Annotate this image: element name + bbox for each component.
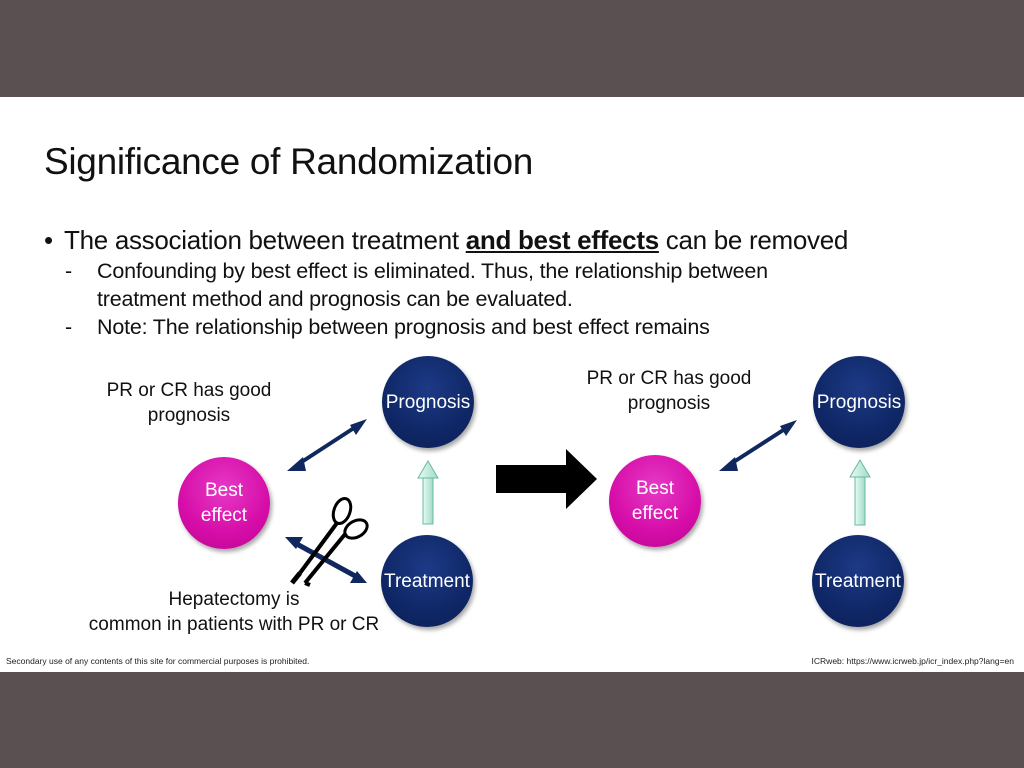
node-treatment-right: Treatment: [812, 535, 904, 627]
label-line: PR or CR has good: [586, 368, 752, 389]
left-label-good-prognosis: PR or CR has good prognosis: [104, 378, 274, 428]
up-arrow-treatment-prognosis-right: [849, 459, 871, 526]
footer-copyright-notice: Secondary use of any contents of this si…: [6, 656, 310, 666]
node-label: Treatment: [384, 570, 470, 592]
node-label: Treatment: [815, 570, 901, 592]
sub-bullet-marker: -: [65, 259, 72, 283]
label-line: PR or CR has good: [106, 380, 272, 401]
left-label-hepatectomy: Hepatectomy is common in patients with P…: [84, 587, 384, 637]
right-arrow-icon: [496, 449, 597, 509]
label-line: prognosis: [627, 393, 711, 414]
sub-bullet-1-line-1: Confounding by best effect is eliminated…: [97, 259, 768, 283]
sub-bullet-2: - Note: The relationship between prognos…: [44, 313, 944, 341]
double-arrow-best-effect-prognosis-left: [287, 419, 367, 471]
right-label-good-prognosis: PR or CR has good prognosis: [584, 366, 754, 416]
node-best-effect-left: Best effect: [178, 457, 270, 549]
bullet-text-prefix: The association between treatment: [64, 225, 466, 255]
scissors-icon: [290, 496, 369, 587]
label-line: common in patients with PR or CR: [88, 614, 380, 635]
up-arrow-treatment-prognosis-left: [417, 460, 439, 525]
node-prognosis-left: Prognosis: [382, 356, 474, 448]
double-arrow-best-effect-prognosis-right: [719, 420, 797, 471]
sub-bullet-marker: -: [65, 315, 72, 339]
bullet-text-suffix: can be removed: [658, 225, 849, 255]
node-prognosis-right: Prognosis: [813, 356, 905, 448]
bullet-text-emphasis: and best effects: [465, 225, 659, 255]
node-label: Best: [204, 480, 243, 501]
slide-title: Significance of Randomization: [44, 141, 534, 182]
node-label: effect: [200, 505, 248, 526]
node-treatment-left: Treatment: [381, 535, 473, 627]
label-line: prognosis: [147, 405, 231, 426]
node-label: Prognosis: [816, 391, 902, 413]
bullet-marker: •: [44, 225, 53, 255]
node-label: Prognosis: [385, 391, 471, 413]
sub-bullet-2-line-1: Note: The relationship between prognosis…: [97, 315, 710, 339]
bullet-list: • The association between treatment and …: [44, 223, 944, 341]
diagram-arrows: [285, 419, 871, 587]
label-line: Hepatectomy is: [168, 589, 300, 610]
slide: Significance of Randomization • The asso…: [0, 97, 1024, 672]
footer-source-link[interactable]: ICRweb: https://www.icrweb.jp/icr_index.…: [811, 656, 1014, 666]
main-bullet: • The association between treatment and …: [44, 223, 944, 257]
sub-bullet-1: - Confounding by best effect is eliminat…: [44, 257, 944, 313]
sub-bullet-1-line-2: treatment method and prognosis can be ev…: [97, 287, 573, 311]
node-label: effect: [631, 503, 679, 524]
node-label: Best: [635, 478, 674, 499]
node-best-effect-right: Best effect: [609, 455, 701, 547]
